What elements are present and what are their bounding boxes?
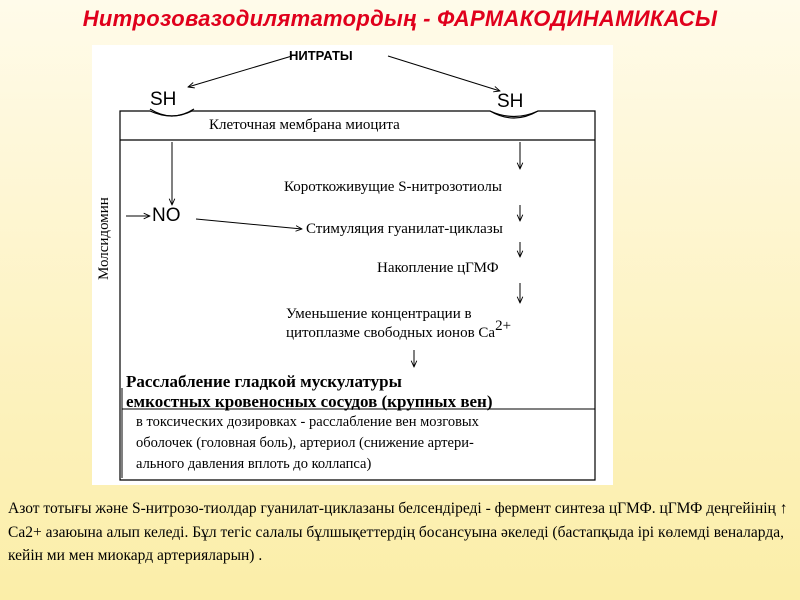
- ca-superscript: 2+: [495, 318, 512, 334]
- step-nitrosothiols: Короткоживущие S-нитрозотиолы: [284, 179, 502, 195]
- toxic-line3: ального давления вплоть до коллапса): [136, 456, 372, 472]
- arrow-nitrates-to-sh-right: [387, 55, 500, 91]
- molsidomine-label: Молсидомин: [96, 197, 112, 280]
- relaxation-line2: емкостных кровеносных сосудов (крупных в…: [126, 392, 493, 411]
- caption-text: Азот тотығы және S-нитрозо-тиолдар гуани…: [8, 500, 788, 564]
- step-ca-line1: Уменьшение концентрации в: [286, 306, 472, 322]
- step-cgmp: Накопление цГМФ: [377, 260, 499, 276]
- relaxation-line1: Расслабление гладкой мускулатуры: [126, 372, 402, 391]
- step-ca-line2: цитоплазме свободных ионов Са2+: [286, 318, 512, 341]
- step-guanylate-cyclase: Стимуляция гуанилат-циклазы: [306, 221, 503, 237]
- nitrates-label: НИТРАТЫ: [289, 48, 353, 63]
- sh-right-receptor: [489, 110, 539, 119]
- sh-left-receptor: [149, 108, 195, 117]
- sh-right-label: SH: [497, 91, 524, 112]
- diagram-lines: [119, 55, 596, 481]
- toxic-line1: в токсических дозировках - расслабление …: [136, 414, 479, 430]
- page-title: Нитрозовазодилятатордың - ФАРМАКОДИНАМИК…: [82, 6, 718, 31]
- no-label: NO: [152, 205, 181, 226]
- arrow-no-to-guanylate: [195, 218, 302, 229]
- arrow-nitrates-to-sh-left: [188, 55, 293, 87]
- membrane-label: Клеточная мембрана миоцита: [209, 117, 400, 133]
- mechanism-diagram: НИТРАТЫ SH SH Клеточная мембрана миоцита…: [92, 45, 613, 485]
- sh-left-label: SH: [150, 89, 177, 110]
- toxic-line2: оболочек (головная боль), артериол (сниж…: [136, 435, 474, 451]
